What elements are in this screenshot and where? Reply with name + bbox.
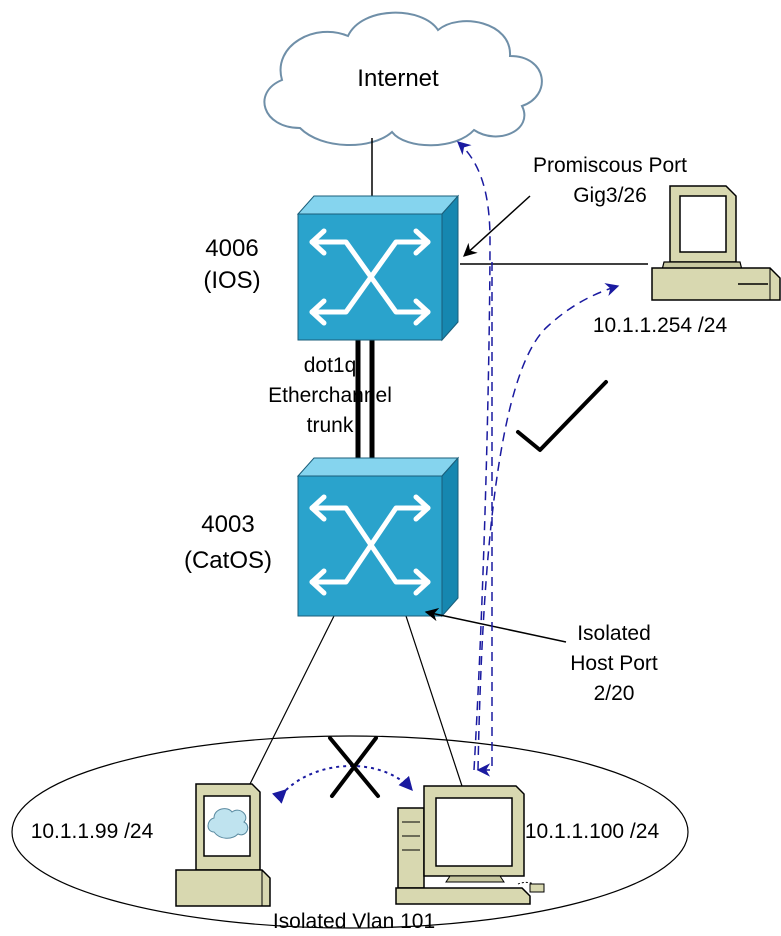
- promiscuous-port-label-line2: Gig3/26: [573, 184, 647, 207]
- isolated-port-pointer: [424, 607, 567, 643]
- trunk-label-line2: Etherchannel: [268, 384, 392, 407]
- host-b-computer-icon: [395, 785, 545, 905]
- host-b-link: [405, 615, 463, 787]
- isolated-port-label-line2: Host Port: [570, 652, 658, 675]
- flow-host-b-to-internet: [456, 141, 491, 771]
- switch-4006: [296, 194, 460, 342]
- isolated-port-label-line3: 2/20: [594, 682, 635, 705]
- switch-4003: [296, 456, 460, 618]
- switch-arrows-icon: [309, 228, 431, 326]
- internet-label: Internet: [357, 65, 439, 92]
- promiscuous-port-label-line1: Promiscous Port: [533, 154, 687, 177]
- allowed-checkmark-icon: [516, 380, 608, 452]
- blocked-flow-host-a-host-b: [272, 765, 413, 804]
- host-b-ip-label: 10.1.1.100 /24: [525, 820, 660, 843]
- trunk-label-line3: trunk: [307, 414, 354, 437]
- host-a-ip-label: 10.1.1.99 /24: [31, 820, 154, 843]
- switch-4003-os: (CatOS): [184, 547, 272, 574]
- internet-cloud: Internet: [263, 11, 543, 147]
- server-computer-icon: [651, 185, 781, 301]
- host-a-link: [249, 615, 335, 785]
- isolated-port-label-line1: Isolated: [577, 622, 651, 645]
- flow-host-b-to-server: [477, 283, 620, 771]
- switch-4003-model: 4003: [201, 511, 254, 538]
- blocked-cross-icon: [328, 736, 380, 798]
- promiscuous-port-pointer: [463, 195, 531, 257]
- host-a-computer-icon: [175, 783, 271, 907]
- isolated-vlan-label: Isolated Vlan 101: [273, 910, 435, 933]
- flow-to-server-return: [476, 262, 493, 777]
- trunk-label-line1: dot1q: [304, 354, 357, 377]
- etherchannel-trunk: [355, 340, 375, 460]
- server-ip-label: 10.1.1.254 /24: [593, 314, 728, 337]
- isolated-vlan-boundary: [11, 735, 689, 929]
- switch-arrows-icon: [309, 494, 431, 596]
- switch-4006-model: 4006: [205, 235, 258, 262]
- switch-4006-os: (IOS): [203, 267, 260, 294]
